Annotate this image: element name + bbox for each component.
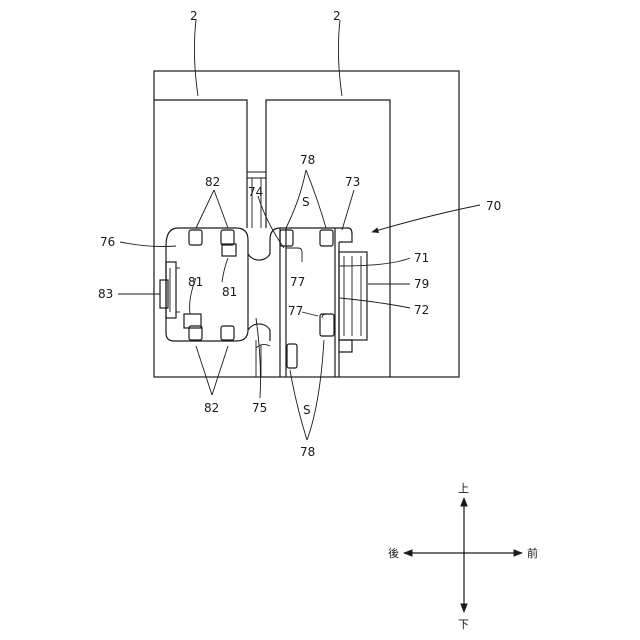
label-2-right: 2 (333, 9, 341, 23)
label-82-top: 82 (205, 175, 220, 189)
direction-rear: 後 (388, 546, 399, 560)
label-71: 71 (414, 251, 429, 265)
label-s-top: S (302, 195, 310, 209)
outer-housing (154, 71, 459, 377)
label-77-top: 77 (290, 275, 305, 289)
direction-up: 上 (458, 482, 469, 495)
front-block-mid (339, 340, 352, 352)
label-s-bottom: S (303, 403, 311, 417)
hole-82-top-right (221, 230, 234, 245)
label-73: 73 (345, 175, 360, 189)
label-70: 70 (486, 199, 501, 213)
hole-78-top-right (320, 230, 333, 246)
unit-2-left-outline (154, 100, 247, 228)
label-82-bottom: 82 (204, 401, 219, 415)
label-75: 75 (252, 401, 267, 415)
label-77-bottom: 77 (288, 304, 303, 318)
bridge-75 (248, 254, 270, 377)
front-block-outline (280, 228, 339, 377)
label-76: 76 (100, 235, 115, 249)
direction-down: 下 (458, 618, 469, 631)
label-83: 83 (98, 287, 113, 301)
rear-block-76-corner (166, 228, 178, 246)
hole-82-bottom-right (221, 326, 234, 340)
label-78-top: 78 (300, 153, 315, 167)
direction-front: 前 (527, 546, 538, 560)
label-78-bottom: 78 (300, 445, 315, 459)
label-81-lower: 81 (188, 275, 203, 289)
rear-connector-83 (160, 262, 180, 318)
unit-connector (247, 172, 266, 228)
label-2-left: 2 (190, 9, 198, 23)
label-74: 74 (248, 185, 263, 199)
label-72: 72 (414, 303, 429, 317)
hole-82-top-left (189, 230, 202, 245)
pin-81-upper (222, 244, 236, 256)
slot-77-upper (286, 248, 302, 262)
label-81-upper: 81 (222, 285, 237, 299)
label-79: 79 (414, 277, 429, 291)
hole-78-bottom-left (287, 344, 297, 368)
direction-indicator (404, 498, 522, 612)
